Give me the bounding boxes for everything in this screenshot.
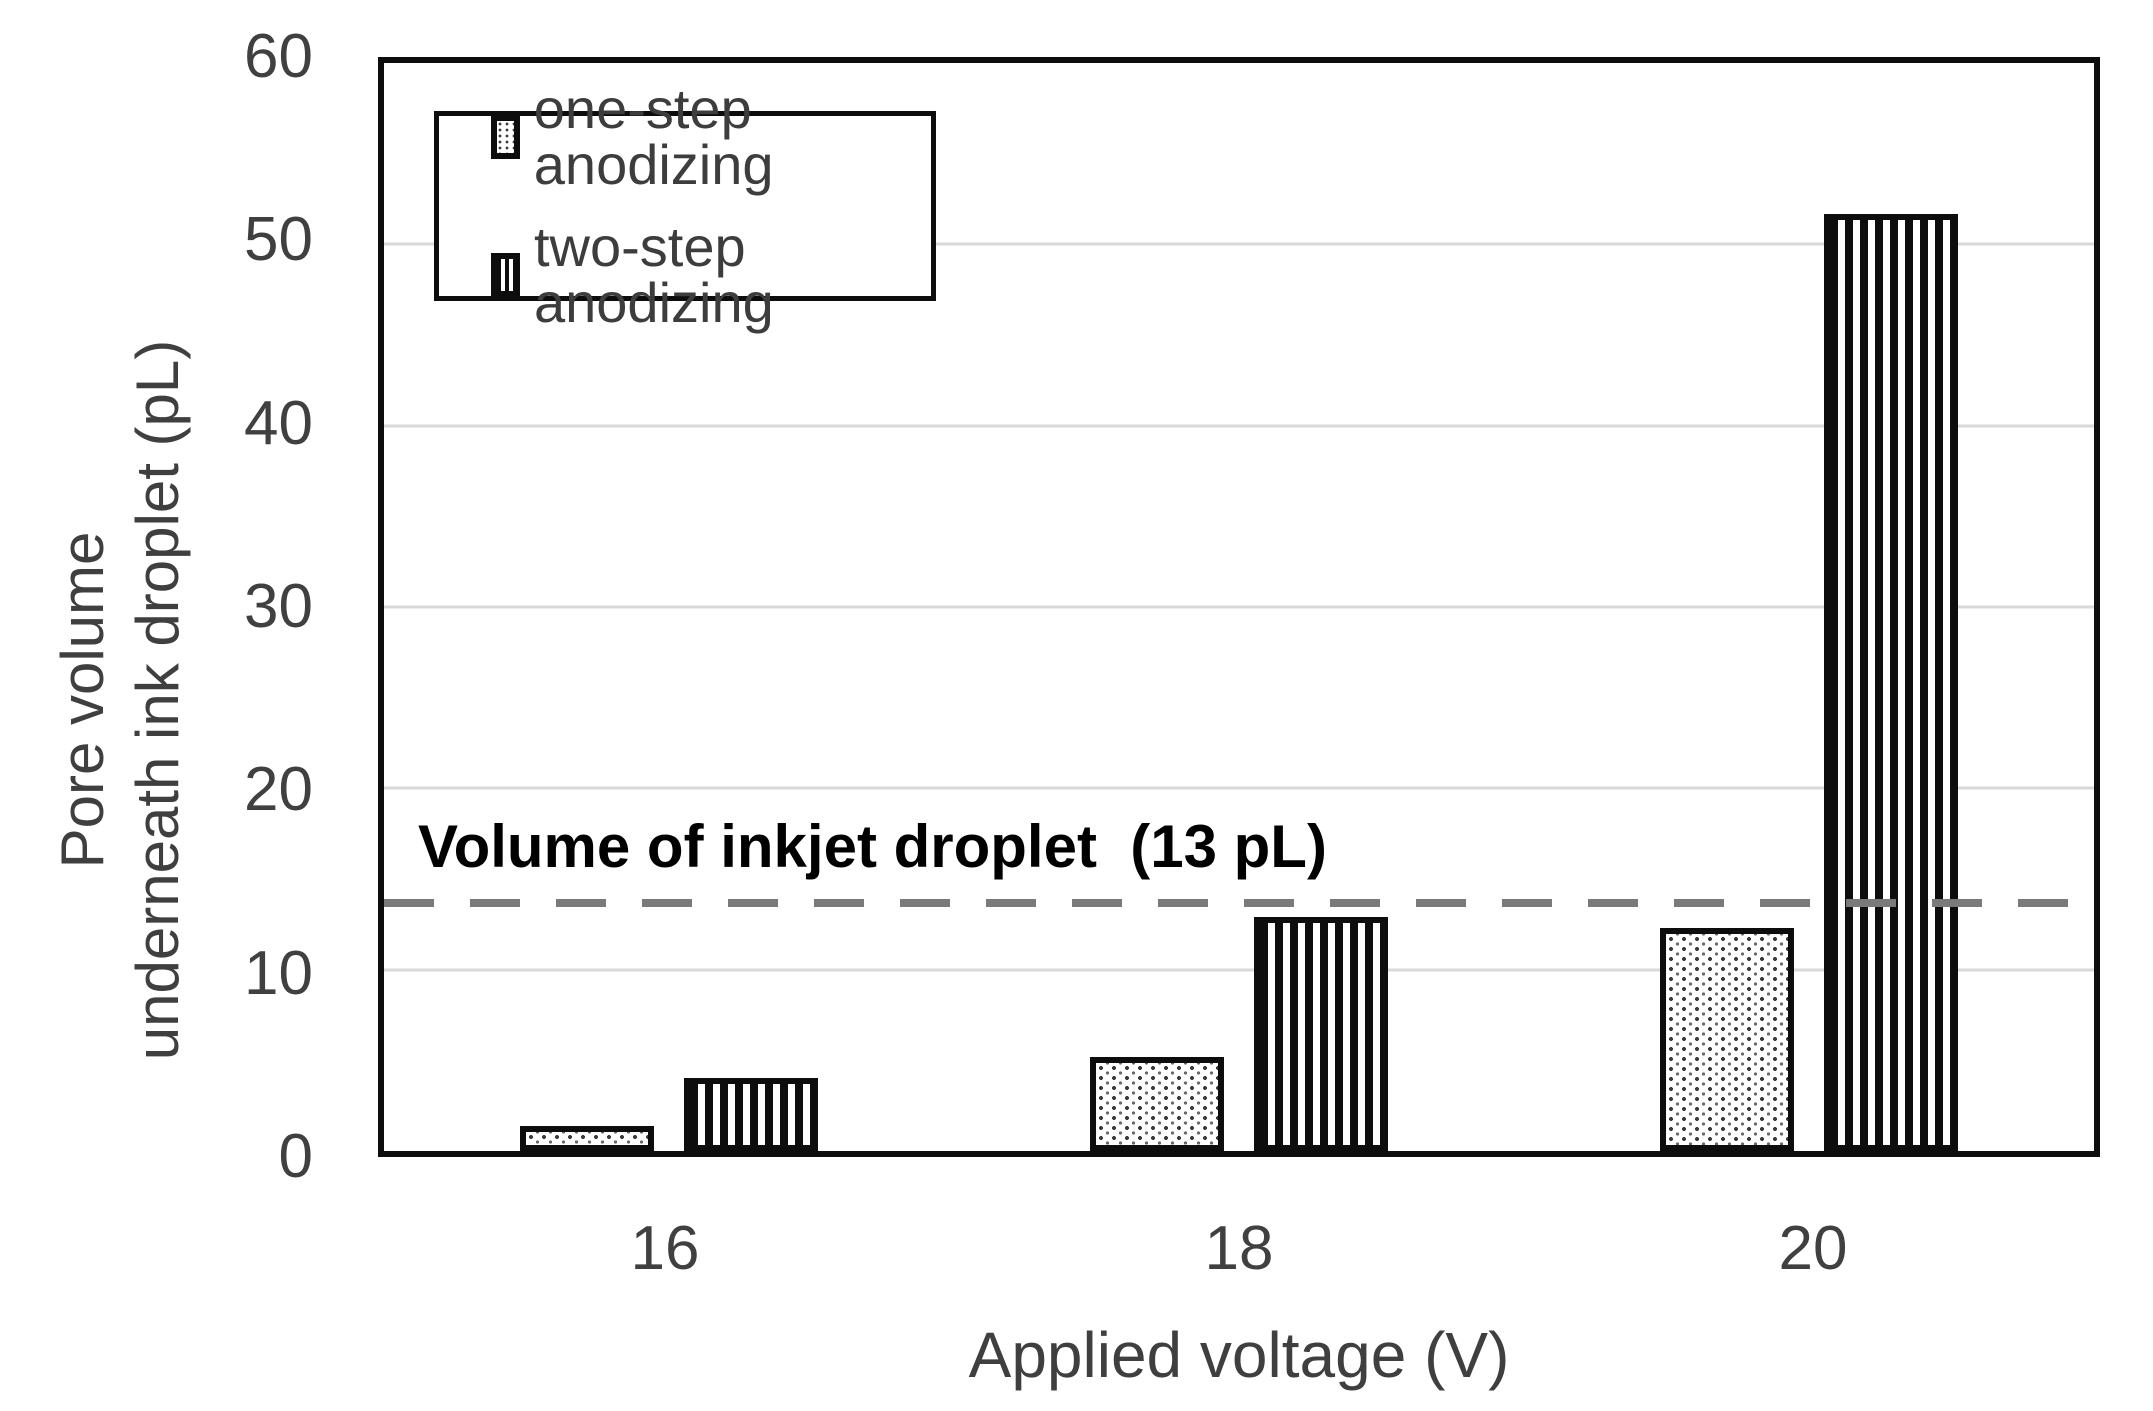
y-tick-label-30: 30 (244, 572, 313, 641)
y-axis-tick-labels: 0 10 20 30 40 50 60 (0, 22, 313, 1191)
bar-one-step-18v (1090, 1056, 1224, 1151)
x-axis-tick-labels: 16 18 20 (378, 1212, 2100, 1286)
bar-two-step-20v (1824, 213, 1958, 1151)
bars-layer (384, 63, 2094, 1151)
legend-label-one-step: one-step anodizing (533, 77, 774, 196)
bar-group-16v (384, 63, 954, 1151)
gridline-10 (384, 968, 2094, 972)
y-tick-label-50: 50 (244, 205, 313, 275)
x-axis-title: Applied voltage (V) (968, 1319, 1510, 1391)
reference-dashed-line (384, 898, 2094, 907)
plot-area: Volume of inkjet droplet (13 pL) one-ste… (378, 57, 2100, 1157)
x-tick-label-18: 18 (1204, 1214, 1274, 1283)
x-tick-label-16: 16 (630, 1214, 700, 1283)
gridline-50 (384, 242, 2094, 246)
legend-swatch-two-step-icon (491, 253, 520, 297)
legend-row-one-step: one-step anodizing (491, 81, 931, 193)
legend-swatch-one-step-icon (491, 115, 520, 159)
reference-line-label: Volume of inkjet droplet (13 pL) (418, 812, 1327, 880)
y-tick-label-20: 20 (244, 755, 313, 825)
y-tick-label-40: 40 (244, 388, 313, 458)
bar-two-step-16v (684, 1078, 818, 1151)
gridline-30 (384, 605, 2094, 609)
bar-group-20v (1524, 63, 2094, 1151)
legend-label-two-step: two-step anodizing (534, 215, 774, 334)
x-tick-label-20: 20 (1778, 1214, 1848, 1283)
bar-one-step-16v (520, 1125, 654, 1151)
legend-row-two-step: two-step anodizing (491, 219, 931, 331)
bar-one-step-20v (1660, 927, 1794, 1151)
gridline-40 (384, 424, 2094, 428)
bar-group-18v (954, 63, 1524, 1151)
bar-two-step-18v (1254, 917, 1388, 1151)
y-tick-label-0: 0 (278, 1122, 313, 1191)
gridline-20 (384, 786, 2094, 790)
y-tick-label-60: 60 (244, 22, 313, 91)
legend: one-step anodizing two-step anodizing (434, 81, 936, 331)
y-tick-label-10: 10 (244, 938, 313, 1008)
grid-layer (384, 63, 2094, 1151)
